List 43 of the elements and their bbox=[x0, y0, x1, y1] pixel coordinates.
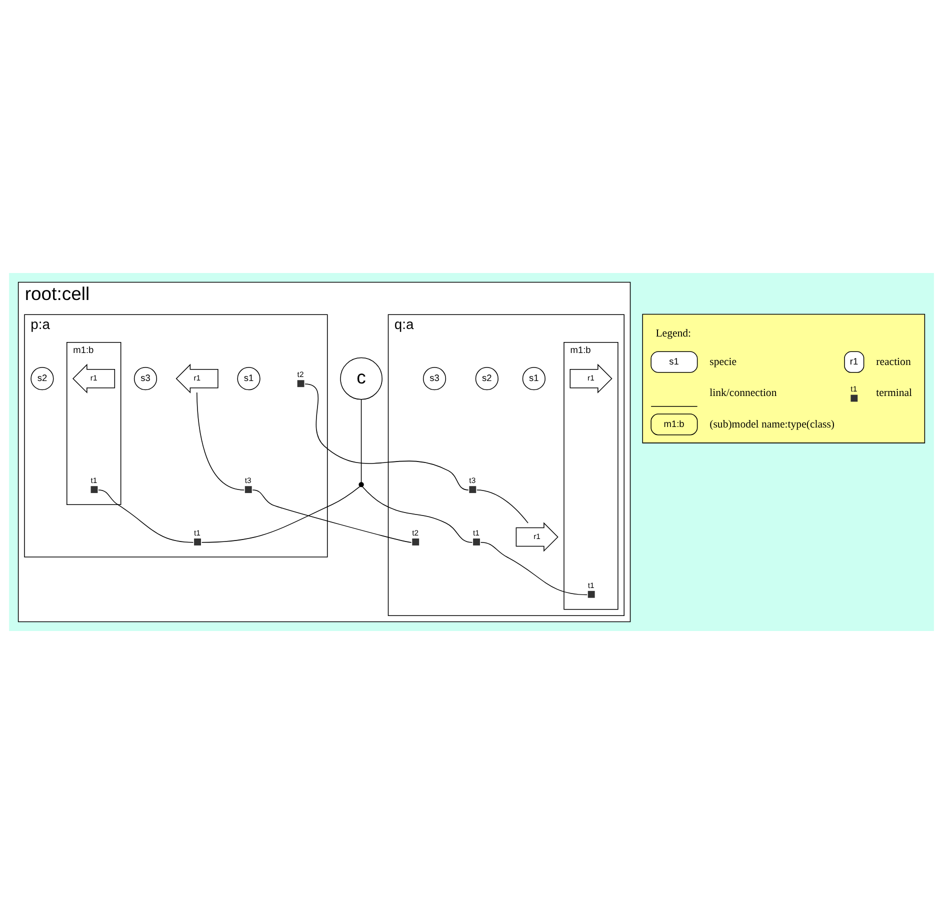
node-label: t1 bbox=[587, 580, 594, 590]
node-box bbox=[412, 538, 419, 545]
connector bbox=[480, 541, 587, 595]
node-circle: c bbox=[340, 356, 382, 400]
label: Legend: bbox=[655, 326, 691, 339]
node-circle: s3 bbox=[422, 366, 446, 390]
node-box bbox=[472, 538, 480, 545]
label: s1 bbox=[668, 356, 678, 366]
label: m1:b bbox=[663, 418, 684, 428]
node-label: t2 bbox=[296, 370, 304, 379]
node-label: t1 bbox=[90, 476, 97, 485]
node-circle: s1 bbox=[522, 366, 545, 390]
node-label: t3 bbox=[468, 476, 476, 485]
node-label: t2 bbox=[412, 528, 418, 537]
node-circle: s1 bbox=[236, 366, 260, 390]
node-box bbox=[296, 380, 304, 387]
connector bbox=[361, 486, 472, 542]
connector bbox=[196, 392, 244, 490]
legend-label: (sub)model name:type(class) bbox=[709, 418, 834, 430]
node-box bbox=[244, 486, 252, 493]
connector bbox=[304, 383, 468, 490]
legend-label: reaction bbox=[876, 355, 910, 368]
node-circle: s2 bbox=[30, 366, 54, 390]
node-circle: s2 bbox=[474, 366, 498, 390]
connector bbox=[252, 489, 412, 542]
legend-label: terminal bbox=[876, 386, 912, 399]
node-label: t1 bbox=[194, 528, 200, 537]
node-box bbox=[194, 538, 200, 545]
connector bbox=[98, 489, 194, 542]
node-label: t1 bbox=[472, 528, 479, 537]
node-circle: s3 bbox=[133, 366, 157, 390]
connector bbox=[360, 398, 362, 482]
node-box bbox=[90, 486, 98, 493]
node-box bbox=[468, 486, 476, 493]
node-label: t3 bbox=[244, 476, 251, 485]
node-box bbox=[587, 590, 594, 598]
node-dot bbox=[358, 481, 364, 487]
connector bbox=[200, 486, 360, 542]
connector bbox=[476, 489, 528, 523]
legend-label: link/connection bbox=[709, 386, 776, 399]
label: r1 bbox=[849, 356, 858, 366]
label: t1 bbox=[850, 384, 857, 394]
legend-label: specie bbox=[709, 355, 736, 368]
